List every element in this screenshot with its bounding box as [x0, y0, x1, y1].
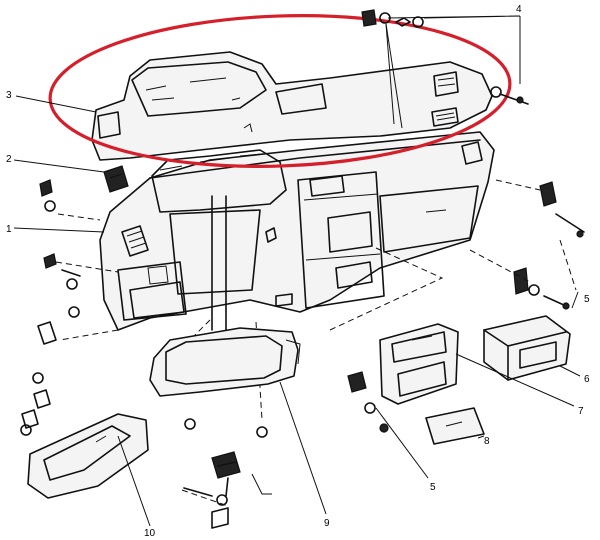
callout-9: 9 — [324, 518, 330, 529]
fastener-set-right — [513, 181, 585, 310]
cover-part-8 — [425, 407, 485, 445]
radio-bezel-part-7 — [379, 323, 459, 405]
upper-dash-pad — [91, 51, 493, 161]
leader-lines — [13, 15, 581, 527]
cluster-bezel-part-9 — [149, 327, 301, 438]
fastener-set-left — [20, 179, 81, 436]
instrument-panel — [99, 131, 495, 331]
callout-8: 8 — [484, 436, 490, 447]
storage-pocket-part-6 — [483, 315, 571, 381]
bracket-part-2 — [103, 165, 129, 193]
callout-4: 4 — [516, 4, 522, 15]
callout-5-right: 5 — [584, 294, 590, 305]
callout-3: 3 — [6, 90, 12, 101]
callout-6: 6 — [584, 374, 590, 385]
highlight-ellipse — [48, 14, 512, 168]
callout-5-bottom: 5 — [430, 482, 436, 493]
callout-2: 2 — [6, 154, 12, 165]
bracket-assembly-bottom — [183, 451, 272, 529]
lower-cover-part-10 — [27, 413, 149, 499]
callout-1: 1 — [6, 224, 12, 235]
fastener-set-top — [361, 9, 529, 105]
callout-10: 10 — [144, 528, 156, 539]
fastener-set-center — [347, 371, 389, 433]
callout-7: 7 — [578, 406, 584, 417]
